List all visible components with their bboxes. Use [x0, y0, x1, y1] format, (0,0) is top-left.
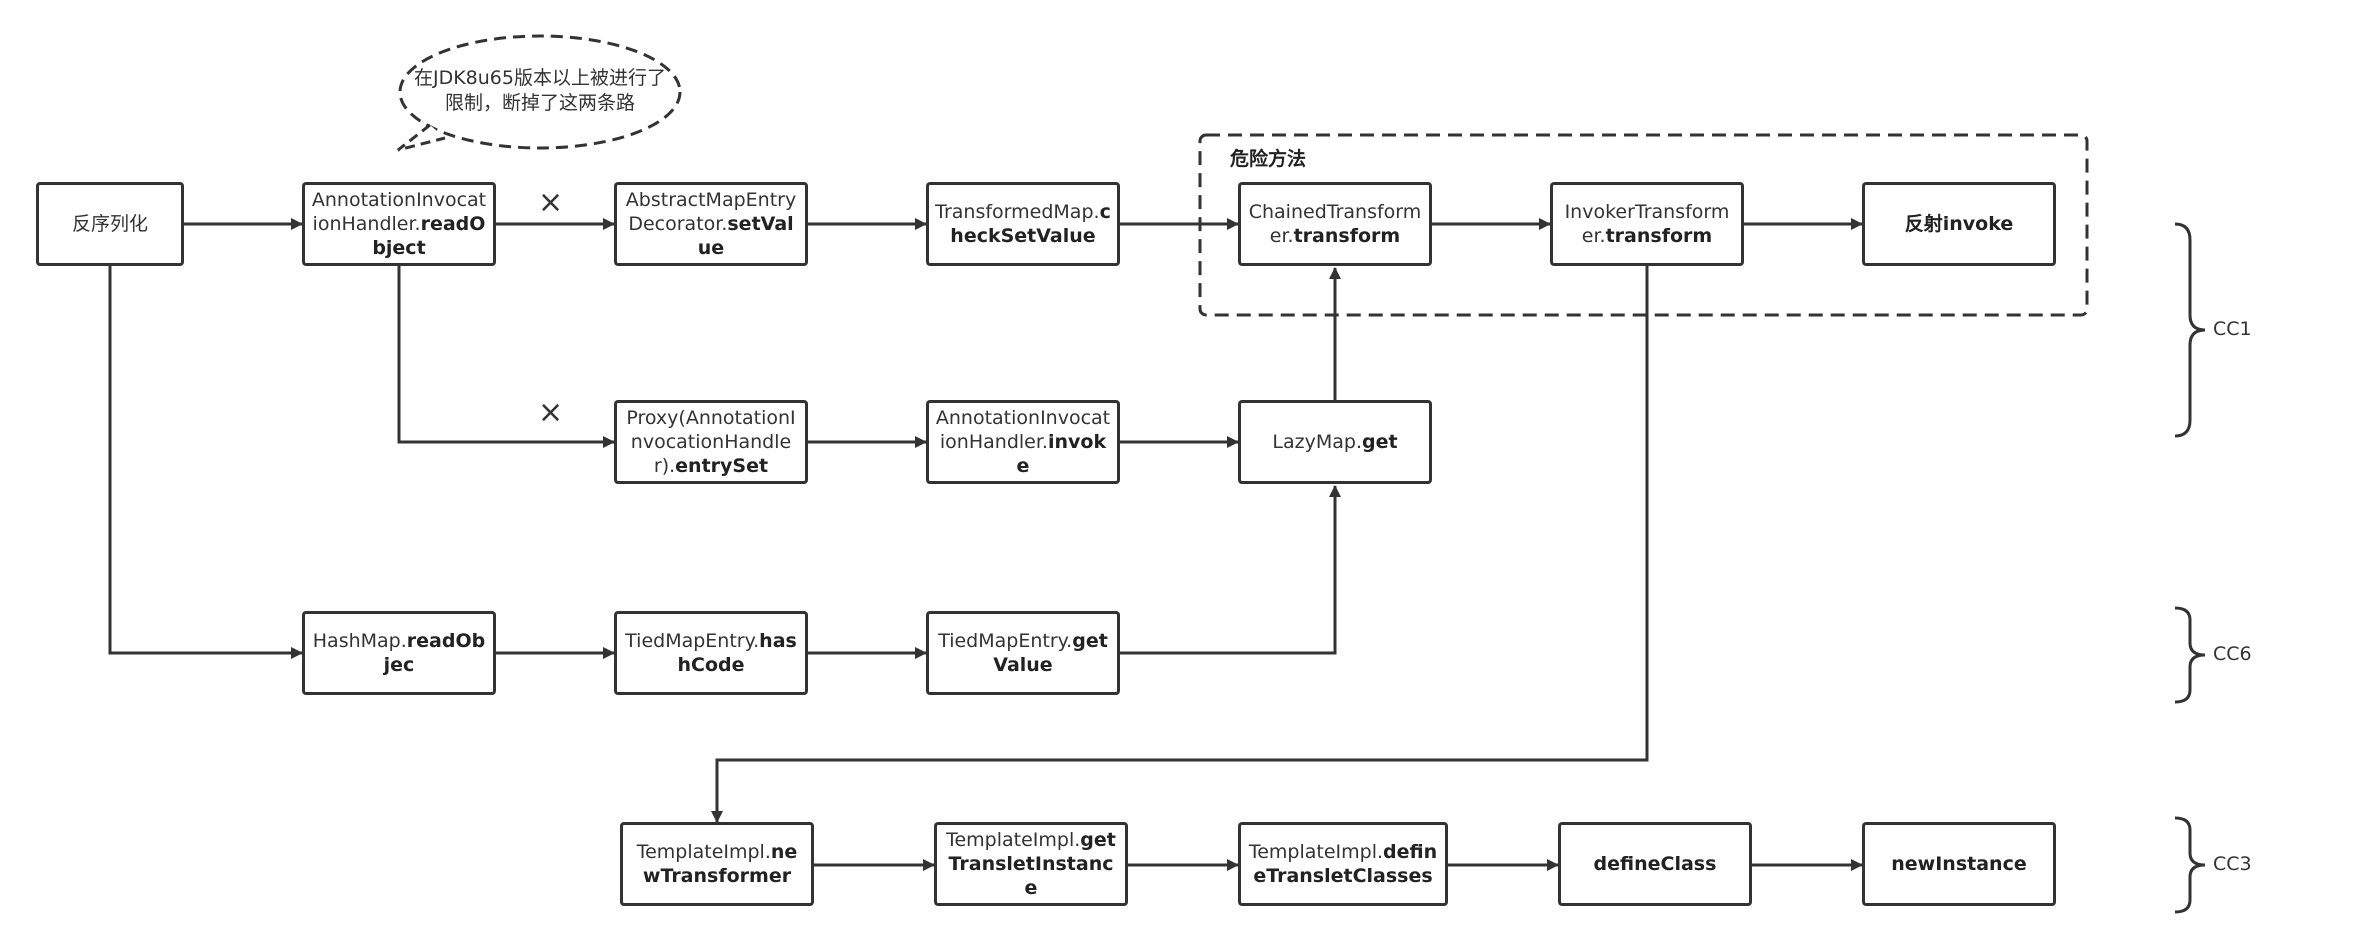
connectors [108, 218, 1863, 871]
node-label: HashMap.readObjec [311, 629, 487, 677]
bracket-label-cc3: CC3 [2213, 853, 2252, 875]
node-label-class: TemplateImpl. [636, 841, 771, 863]
node-tme-hashcode[interactable]: TiedMapEntry.hashCode [614, 611, 808, 695]
node-ti-definetransletclasses[interactable]: TemplateImpl.defineTransletClasses [1238, 822, 1448, 906]
node-label-method: getTransletInstance [948, 829, 1116, 899]
node-label-class: AnnotationInvocationHandler. [311, 189, 487, 235]
blocked-mark-icon: × [538, 185, 564, 220]
node-label-class: TemplateImpl. [946, 829, 1081, 851]
node-label: 反射invoke [1905, 212, 2014, 236]
node-chained-transform[interactable]: ChainedTransformer.transform [1238, 182, 1432, 266]
node-label: LazyMap.get [1272, 430, 1397, 454]
node-defineclass[interactable]: defineClass [1558, 822, 1752, 906]
node-label-method: readObjec [383, 630, 486, 676]
node-label-class: TiedMapEntry. [625, 630, 760, 652]
node-label-method: entrySet [675, 455, 769, 477]
node-tm-checksetvalue[interactable]: TransformedMap.checkSetValue [926, 182, 1120, 266]
node-label: AnnotationInvocationHandler.readObject [311, 188, 487, 260]
node-label: TemplateImpl.defineTransletClasses [1247, 840, 1439, 888]
node-label-method: transform [1293, 225, 1401, 247]
node-label: TemplateImpl.newTransformer [629, 840, 805, 888]
bracket-label-cc1: CC1 [2213, 318, 2252, 340]
node-label-class: TemplateImpl. [1248, 841, 1384, 863]
group-label: 危险方法 [1230, 148, 1307, 170]
bracket-cc6 [2174, 606, 2206, 704]
node-lazymap-get[interactable]: LazyMap.get [1238, 400, 1432, 484]
node-label-method: hashCode [677, 630, 797, 676]
node-label-method: invoke [1016, 431, 1107, 477]
node-label-class: InvokerTransformer. [1564, 201, 1730, 247]
node-label: defineClass [1594, 852, 1717, 876]
node-ti-gettransletinstance[interactable]: TemplateImpl.getTransletInstance [934, 822, 1128, 906]
node-deserialize[interactable]: 反序列化 [36, 182, 184, 266]
node-label-method: readObject [372, 213, 486, 259]
node-reflect-invoke[interactable]: 反射invoke [1862, 182, 2056, 266]
node-label-class: Proxy(AnnotationInvocationHandler). [626, 407, 796, 477]
node-label: TiedMapEntry.getValue [935, 629, 1111, 677]
node-label-class: LazyMap. [1272, 431, 1362, 453]
node-label-method: defineTransletClasses [1253, 841, 1438, 887]
node-label-method: newTransformer [642, 841, 798, 887]
node-label-method: 反射invoke [1904, 213, 2014, 235]
note-bubble [397, 34, 682, 152]
node-label-class: AnnotationInvocationHandler. [935, 407, 1111, 453]
node-label: newInstance [1891, 852, 2026, 876]
node-label-class: AbstractMapEntryDecorator. [625, 189, 797, 235]
node-aih-readobject[interactable]: AnnotationInvocationHandler.readObject [302, 182, 496, 266]
node-label-method: newInstance [1891, 853, 2027, 875]
bracket-cc3 [2174, 816, 2206, 914]
node-proxy-entryset[interactable]: Proxy(AnnotationInvocationHandler).entry… [614, 400, 808, 484]
node-label: 反序列化 [72, 212, 148, 236]
node-label: TemplateImpl.getTransletInstance [943, 828, 1119, 900]
node-amed-setvalue[interactable]: AbstractMapEntryDecorator.setValue [614, 182, 808, 266]
node-label-method: setValue [697, 213, 794, 259]
node-tme-getvalue[interactable]: TiedMapEntry.getValue [926, 611, 1120, 695]
blocked-mark-icon: × [538, 395, 564, 430]
node-hashmap-readobject[interactable]: HashMap.readObjec [302, 611, 496, 695]
node-label-class: TiedMapEntry. [938, 630, 1073, 652]
edge-aih-proxy [397, 266, 615, 448]
node-aih-invoke[interactable]: AnnotationInvocationHandler.invoke [926, 400, 1120, 484]
node-label-method: transform [1605, 225, 1713, 247]
node-label: AbstractMapEntryDecorator.setValue [623, 188, 799, 260]
node-label-method: checkSetValue [950, 201, 1111, 247]
edge-deserialize-hashmap [108, 266, 303, 659]
note-text: 在JDK8u65版本以上被进行了限制，断掉了这两条路 [413, 67, 666, 114]
bracket-label-cc6: CC6 [2213, 643, 2252, 665]
node-label-method: defineClass [1593, 853, 1717, 875]
node-label: ChainedTransformer.transform [1247, 200, 1423, 248]
edge-invoker-templateimpl [711, 266, 1649, 823]
node-label-class: 反序列化 [71, 213, 148, 235]
node-label-method: get [1362, 431, 1398, 453]
node-label-class: HashMap. [312, 630, 407, 652]
node-label-method: getValue [993, 630, 1108, 676]
node-label-class: TransformedMap. [935, 201, 1100, 223]
node-invoker-transform[interactable]: InvokerTransformer.transform [1550, 182, 1744, 266]
node-label-class: ChainedTransformer. [1248, 201, 1422, 247]
node-label: Proxy(AnnotationInvocationHandler).entry… [623, 406, 799, 478]
bracket-cc1 [2174, 222, 2206, 438]
node-label: AnnotationInvocationHandler.invoke [935, 406, 1111, 478]
node-ti-newtransformer[interactable]: TemplateImpl.newTransformer [620, 822, 814, 906]
edge-tmeget-lazymap [1120, 485, 1341, 655]
node-label: TiedMapEntry.hashCode [623, 629, 799, 677]
node-newinstance[interactable]: newInstance [1862, 822, 2056, 906]
node-label: TransformedMap.checkSetValue [935, 200, 1111, 248]
node-label: InvokerTransformer.transform [1559, 200, 1735, 248]
brackets [2174, 222, 2206, 914]
